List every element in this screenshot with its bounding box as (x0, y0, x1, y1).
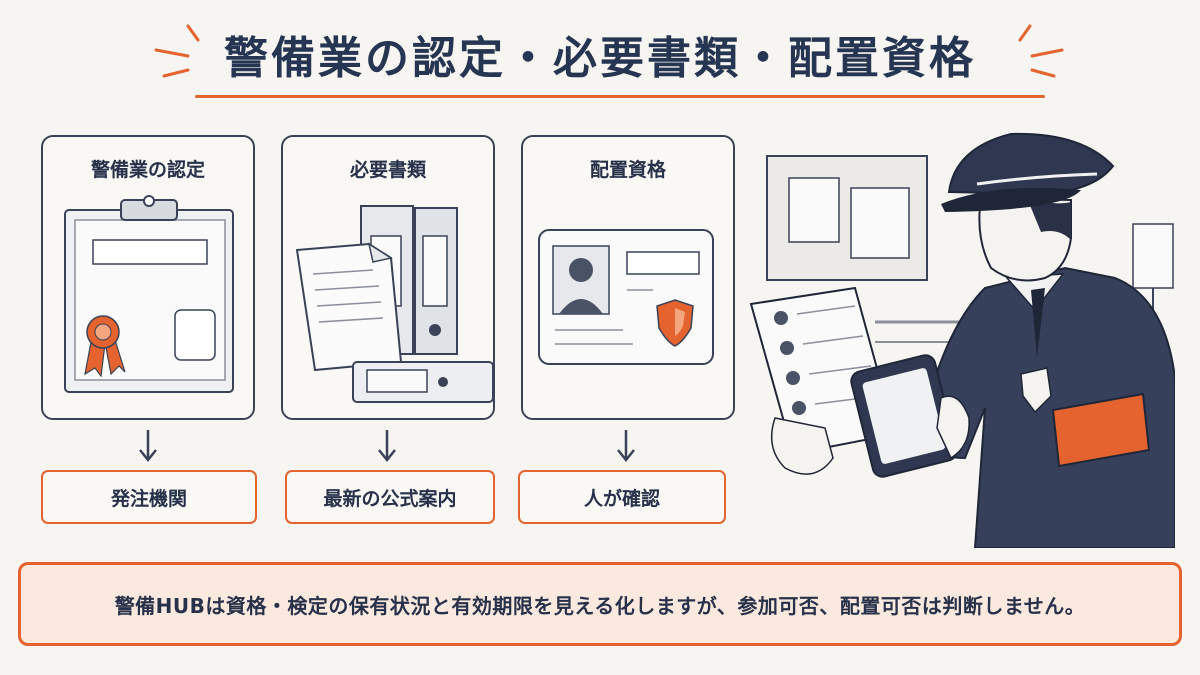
title-underline (195, 95, 1045, 98)
document-binders-icon (295, 205, 493, 403)
card-certification: 警備業の認定 (41, 135, 255, 420)
card-placement-qualification: 配置資格 (521, 135, 735, 420)
arrow-down-icon (139, 430, 157, 463)
result-pill-official-guide: 最新の公式案内 (285, 470, 495, 524)
left-accent-marks (154, 24, 200, 78)
certificate-clipboard-icon (64, 195, 234, 393)
result-pill-ordering-agency: 発注機関 (41, 470, 257, 524)
disclaimer-notice: 警備HUBは資格・検定の保有状況と有効期限を見える化しますが、参加可否、配置可否… (18, 562, 1182, 646)
right-accent-marks (1018, 24, 1064, 78)
result-pill-human-check: 人が確認 (518, 470, 726, 524)
card-title: 必要書類 (349, 159, 426, 181)
arrow-down-icon (378, 430, 396, 463)
card-title: 警備業の認定 (90, 159, 205, 181)
card-documents: 必要書類 (281, 135, 495, 420)
page-title: 警備業の認定・必要書類・配置資格 (224, 33, 976, 84)
card-title: 配置資格 (589, 159, 666, 181)
security-guard-illustration (749, 132, 1175, 548)
arrow-down-icon (617, 430, 635, 463)
id-card-shield-icon (538, 229, 714, 365)
